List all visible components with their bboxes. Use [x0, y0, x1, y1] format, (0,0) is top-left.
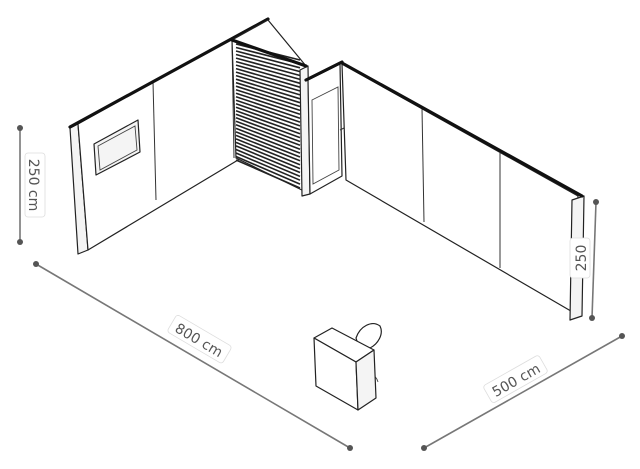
- dimension-length: 800 cm: [33, 261, 353, 451]
- slat: [235, 110, 301, 135]
- slatted-wall: [235, 43, 301, 189]
- slat: [235, 67, 301, 88]
- wall-screen: [93, 119, 141, 176]
- slat: [235, 152, 301, 181]
- slat: [235, 103, 301, 127]
- slat: [235, 106, 301, 131]
- slat: [235, 99, 301, 123]
- storage-door: [304, 60, 345, 195]
- slat: [235, 57, 301, 77]
- slat: [235, 95, 301, 119]
- slat: [235, 120, 301, 147]
- slat: [235, 85, 301, 108]
- slat: [235, 141, 301, 170]
- slat: [235, 64, 301, 85]
- slat: [235, 159, 301, 189]
- slat: [235, 145, 301, 174]
- slat: [235, 60, 301, 81]
- slat: [235, 148, 301, 178]
- slat: [235, 88, 301, 112]
- slat: [235, 131, 301, 158]
- dimension-depth: 500 cm: [421, 333, 625, 451]
- storage-room: [230, 19, 311, 197]
- dimension-height-right: 250: [569, 199, 599, 321]
- slat: [235, 155, 301, 185]
- slat: [235, 50, 301, 69]
- slat: [235, 81, 301, 104]
- slat: [235, 124, 301, 150]
- slat: [235, 138, 301, 166]
- slat: [235, 74, 301, 96]
- right-back-wall: [340, 61, 585, 321]
- dimension-height-right-label: 250: [574, 245, 590, 272]
- slat: [235, 127, 301, 154]
- slat: [235, 71, 301, 92]
- dimension-height-left: 250 cm: [17, 125, 46, 245]
- reception-counter: [313, 323, 382, 411]
- dimension-height-left-label: 250 cm: [25, 159, 41, 212]
- slat: [235, 113, 301, 139]
- slat: [235, 78, 301, 100]
- slat: [235, 134, 301, 162]
- slat: [235, 117, 301, 143]
- slat: [235, 92, 301, 116]
- slat: [235, 53, 301, 73]
